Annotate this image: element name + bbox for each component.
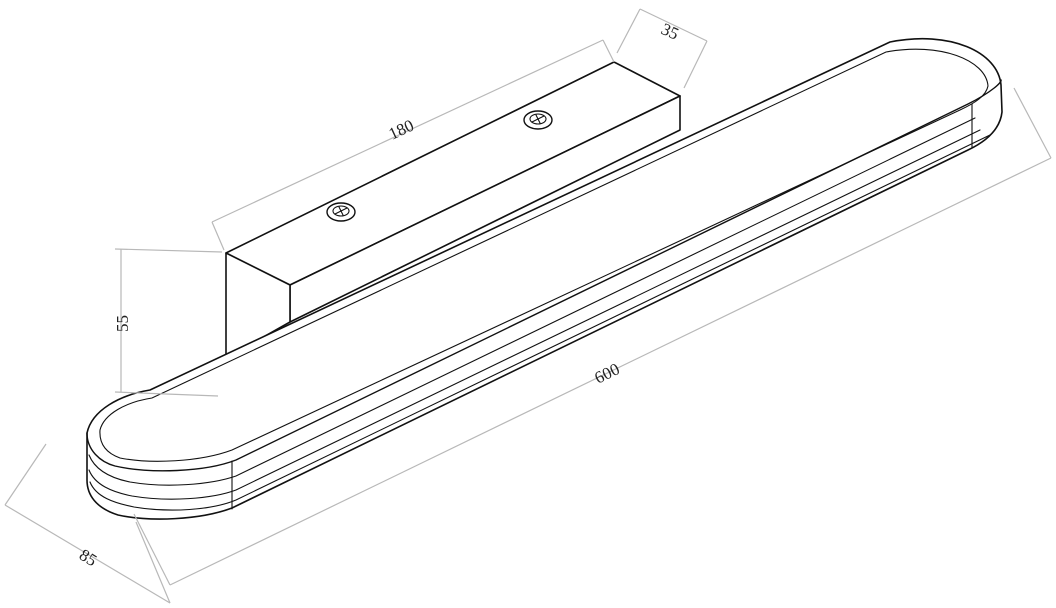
light-bar-top-face [86,79,1002,472]
mounting-bracket [225,61,681,359]
bracket-end-face [225,252,291,359]
dimension-55: 55 [113,248,223,397]
light-bar [86,37,1003,520]
dimension-label-600: 600 [591,359,622,387]
dimension-35: 35 [616,8,708,89]
dimension-label-35: 35 [658,19,681,43]
dimension-label-55: 55 [113,315,132,332]
light-bar-top-panel [99,48,989,462]
light-bar-band-bottom [89,134,991,511]
light-bar-body [86,37,1003,520]
light-bar-band-lower [88,129,981,500]
light-bar-band-upper [88,117,976,486]
screw-icon [326,202,356,222]
screw-icon [523,110,553,130]
